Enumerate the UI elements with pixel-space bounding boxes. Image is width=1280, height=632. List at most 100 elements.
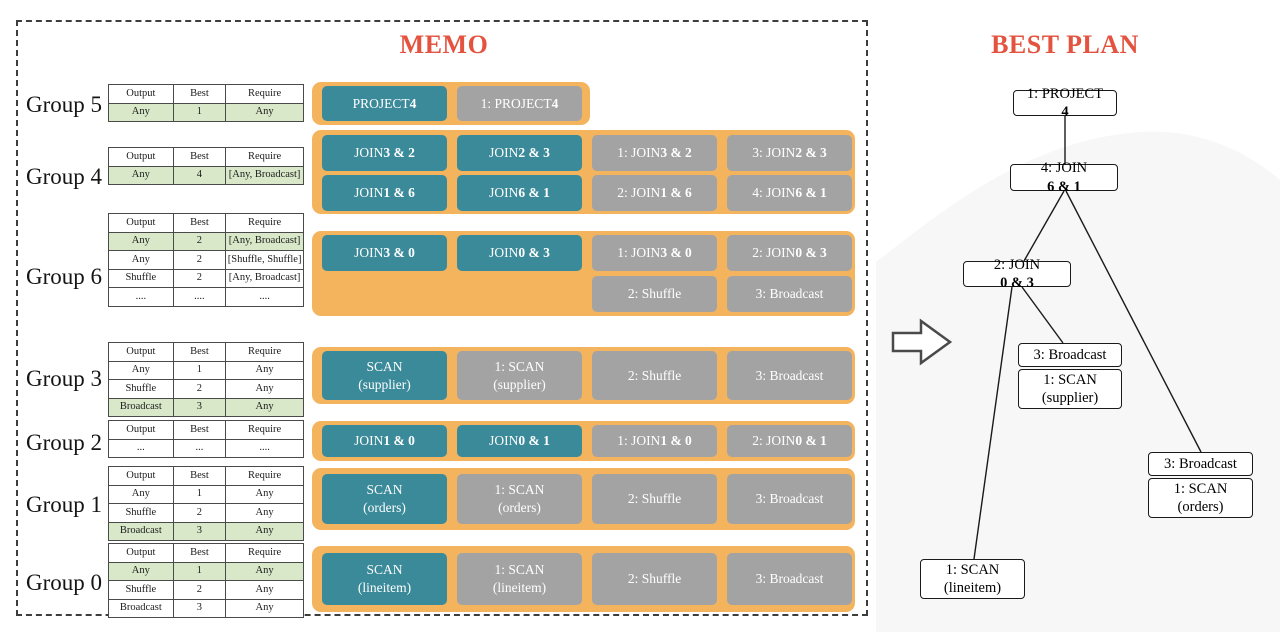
table-cell: 2 xyxy=(172,379,227,399)
table-header-cell: Require xyxy=(225,84,304,104)
table-cell: .... xyxy=(225,438,304,459)
table-header-cell: Require xyxy=(225,466,304,486)
plan-tree-edge xyxy=(1021,286,1064,344)
table-cell: 4 xyxy=(172,165,227,186)
memo-op-box: 3: Broadcast xyxy=(727,351,852,400)
memo-op-box: 2: Shuffle xyxy=(592,276,717,312)
table-cell: Any xyxy=(225,484,304,505)
table-cell: Any xyxy=(108,360,174,381)
table-cell: Shuffle xyxy=(108,379,174,399)
table-cell: 1 xyxy=(172,360,227,381)
table-header-cell: Best xyxy=(172,213,227,233)
table-header-cell: Output xyxy=(108,147,174,167)
table-cell: Any xyxy=(108,561,174,582)
table-cell: [Shuffle, Shuffle] xyxy=(225,250,304,270)
plan-node-scan-supplier: 1: SCAN(supplier) xyxy=(1018,369,1122,409)
plan-node-scan-orders: 1: SCAN(orders) xyxy=(1148,478,1253,518)
memo-op-box: 2: JOIN 0 & 3 xyxy=(727,235,852,271)
flow-arrow-icon xyxy=(891,318,953,366)
memo-op-box: JOIN 0 & 3 xyxy=(457,235,582,271)
memo-op-box: 2: Shuffle xyxy=(592,351,717,400)
memo-op-box: 4: JOIN 6 & 1 xyxy=(727,175,852,211)
table-header-cell: Best xyxy=(172,420,227,440)
table-header-cell: Require xyxy=(225,420,304,440)
table-cell: ... xyxy=(172,438,227,459)
memo-op-box: JOIN 3 & 2 xyxy=(322,135,447,171)
table-cell: 2 xyxy=(172,231,227,252)
table-cell: Any xyxy=(225,379,304,399)
group-label-group-5: Group 5 xyxy=(25,92,103,117)
table-cell: .... xyxy=(225,287,304,307)
memo-op-box: SCAN(lineitem) xyxy=(322,553,447,605)
plan-tree-edge xyxy=(1023,190,1065,262)
memo-title: MEMO xyxy=(399,30,489,59)
memo-op-box: JOIN 3 & 0 xyxy=(322,235,447,271)
table-cell: Any xyxy=(108,231,174,252)
table-cell: Broadcast xyxy=(108,521,174,542)
memo-op-box: 2: JOIN 1 & 6 xyxy=(592,175,717,211)
table-cell: Broadcast xyxy=(108,397,174,418)
table-cell: Any xyxy=(225,561,304,582)
table-cell: 1 xyxy=(172,484,227,505)
plan-node-join-0-3: 2: JOIN 0 & 3 xyxy=(963,257,1071,291)
table-cell: 1 xyxy=(172,561,227,582)
memo-op-box: PROJECT 4 xyxy=(322,86,447,121)
memo-op-box: 2: Shuffle xyxy=(592,474,717,524)
memo-op-box: JOIN 1 & 0 xyxy=(322,425,447,457)
table-cell: Any xyxy=(108,165,174,186)
memo-op-box: 2: Shuffle xyxy=(592,553,717,605)
plan-node-bcast-supplier: 3: Broadcast xyxy=(1018,343,1122,367)
table-cell: 1 xyxy=(172,102,227,123)
table-header-cell: Output xyxy=(108,543,174,563)
table-cell: [Any, Broadcast] xyxy=(225,231,304,252)
memo-op-box: SCAN(orders) xyxy=(322,474,447,524)
table-cell: Any xyxy=(108,102,174,123)
table-cell: 3 xyxy=(172,598,227,619)
table-cell: Any xyxy=(225,102,304,123)
memo-op-box: 3: JOIN 2 & 3 xyxy=(727,135,852,171)
memo-op-box: JOIN 6 & 1 xyxy=(457,175,582,211)
table-header-cell: Output xyxy=(108,342,174,362)
memo-panel xyxy=(16,20,868,616)
memo-op-box: JOIN 0 & 1 xyxy=(457,425,582,457)
table-row: ............ xyxy=(108,287,304,307)
table-cell: Any xyxy=(225,360,304,381)
table-header-cell: Require xyxy=(225,543,304,563)
table-cell: Any xyxy=(108,250,174,270)
table-cell: Broadcast xyxy=(108,598,174,619)
table-cell: Any xyxy=(225,397,304,418)
plan-tree-edge xyxy=(1065,190,1202,453)
table-header-cell: Output xyxy=(108,84,174,104)
table-header-cell: Require xyxy=(225,213,304,233)
memo-op-box: JOIN 1 & 6 xyxy=(322,175,447,211)
group-label-group-6: Group 6 xyxy=(25,264,103,289)
table-cell: 3 xyxy=(172,521,227,542)
memo-op-box: 1: SCAN(supplier) xyxy=(457,351,582,400)
table-header-cell: Best xyxy=(172,342,227,362)
table-cell: .... xyxy=(108,287,174,307)
table-header-cell: Best xyxy=(172,84,227,104)
table-cell: ... xyxy=(108,438,174,459)
table-cell: Any xyxy=(225,521,304,542)
group-label-group-0: Group 0 xyxy=(25,570,103,595)
table-cell: [Any, Broadcast] xyxy=(225,165,304,186)
table-cell: Any xyxy=(225,503,304,523)
table-header-cell: Best xyxy=(172,466,227,486)
memo-op-box: 1: JOIN 3 & 2 xyxy=(592,135,717,171)
table-cell: 2 xyxy=(172,250,227,270)
